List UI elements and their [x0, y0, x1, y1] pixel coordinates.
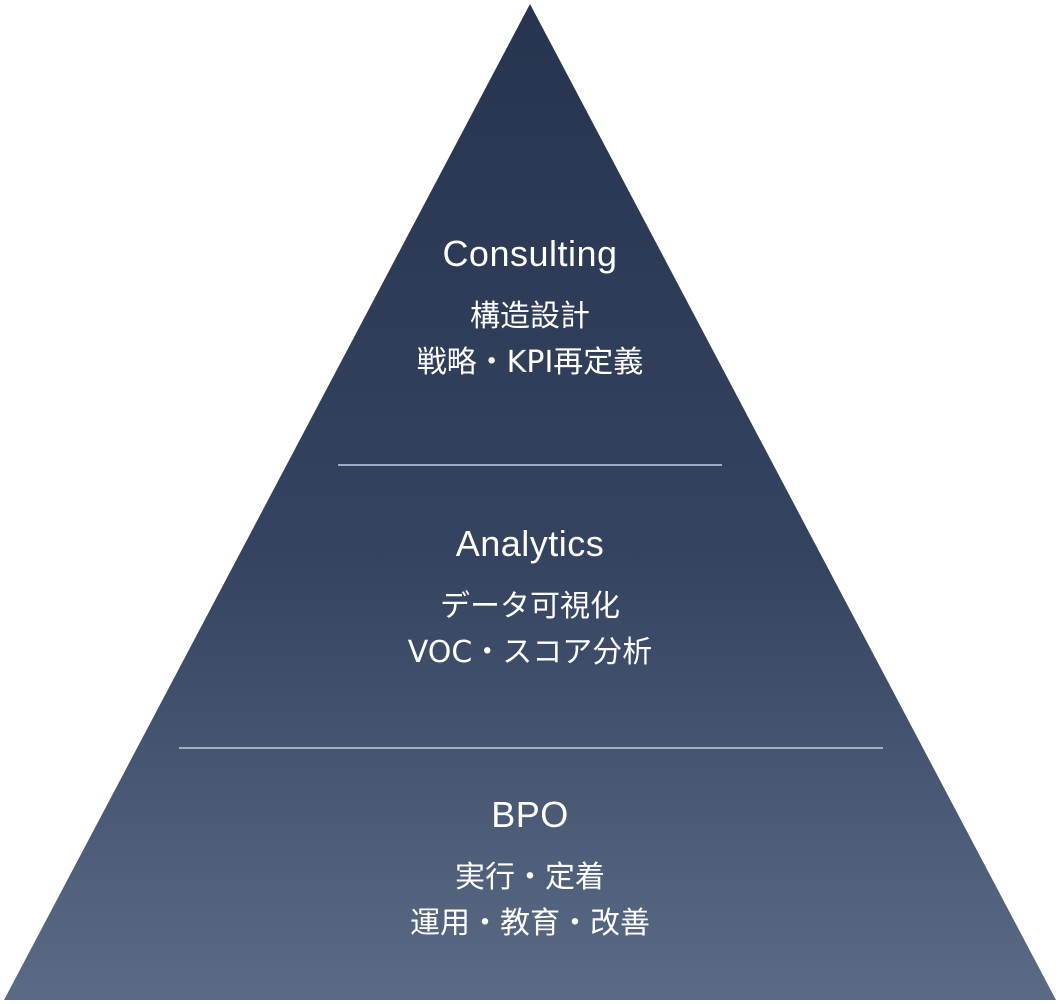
tier-description: データ可視化 VOC・スコア分析 [230, 584, 830, 676]
tier-title: BPO [491, 794, 569, 835]
tier-consulting: Consulting 構造設計 戦略・KPI再定義 [230, 232, 830, 386]
tier-line: 運用・教育・改善 [410, 906, 650, 941]
tier-line: 戦略・KPI再定義 [416, 345, 644, 380]
tier-bpo: BPO 実行・定着 運用・教育・改善 [230, 793, 830, 947]
pyramid-body [4, 4, 1056, 1000]
tier-title: Analytics [455, 523, 605, 564]
tier-line: データ可視化 [440, 589, 620, 624]
tier-title: Consulting [442, 233, 618, 274]
tier-description: 構造設計 戦略・KPI再定義 [230, 294, 830, 386]
tier-line: 実行・定着 [455, 860, 605, 895]
tier-description: 実行・定着 運用・教育・改善 [230, 855, 830, 947]
tier-analytics: Analytics データ可視化 VOC・スコア分析 [230, 522, 830, 676]
tier-line: 構造設計 [470, 299, 590, 334]
tier-line: VOC・スコア分析 [407, 635, 653, 670]
